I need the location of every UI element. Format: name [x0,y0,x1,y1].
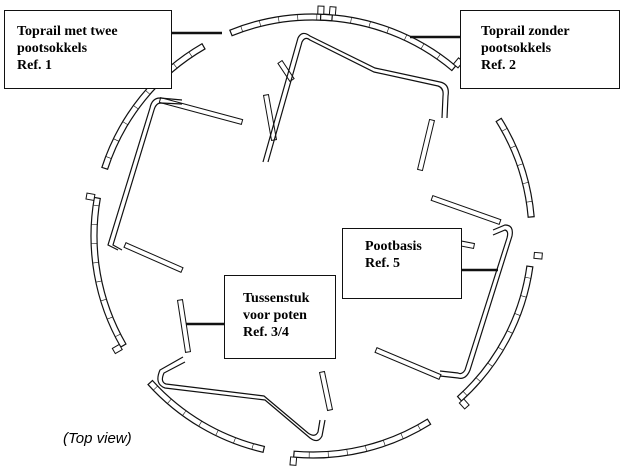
rail-hole [364,445,367,452]
straight-tube [123,242,184,273]
rail-hole [524,276,531,279]
rail-hole [404,34,408,41]
rail-hole [173,63,178,69]
straight-tube [262,93,278,142]
rail-hole [251,443,254,450]
rail-hole [105,156,112,159]
label-ref1-line1: Toprail met twee [17,24,118,39]
label-ref2-line2: pootsokkels [481,41,552,56]
rail-hole [198,420,203,427]
straight-tube [318,370,334,412]
rail-hole [417,424,421,431]
label-ref2-line1: Toprail zonder [481,24,570,39]
rail-hole [497,346,504,351]
straight-tube [416,118,436,172]
view-caption: (Top view) [63,430,132,447]
rail-hole [153,385,158,391]
label-ref5-ref: Ref. 5 [365,256,400,271]
rail-hole [215,430,219,436]
rail-hole [368,21,371,28]
straight-tube [158,96,244,126]
rail-hole [487,362,493,367]
label-ref2-ref: Ref. 2 [481,58,516,73]
rail-hole [346,449,349,456]
pole-socket [458,398,470,410]
toprail-segment [456,265,534,402]
leg-base-top [262,32,449,163]
straight-tube [374,347,442,380]
rail-hole [522,182,529,185]
rail-hole [520,295,527,298]
label-ref34-ref: Ref. 3/4 [243,325,289,340]
rail-hole [240,25,243,32]
rail-hole [517,163,524,166]
leg-bases [107,32,513,442]
rail-hole [188,51,193,58]
toprail-segment [101,42,206,171]
rail-hole [167,398,172,404]
leg-base-right [439,224,513,379]
rail-hole [277,16,280,23]
toprail-segment [495,117,535,218]
leader-lines [172,31,498,326]
pole-socket [328,6,337,16]
rail-hole [400,433,404,439]
label-ref34-line1: Tussenstuk [243,291,310,306]
rail-hole [107,316,113,320]
rail-hole [462,391,468,396]
rail-hole [386,27,390,34]
rail-hole [95,280,102,283]
leg-base-top-inner [267,37,444,163]
outer-rail-segments [90,13,535,459]
rail-hole [133,105,139,110]
rail-hole [383,440,386,447]
rail-hole [436,53,441,60]
label-ref5-line1: Pootbasis [365,239,422,254]
rail-hole [93,204,100,207]
rail-hole [115,333,121,338]
straight-tube [277,59,295,83]
label-toprail-with-sockets: Toprail met twee pootsokkels Ref. 1 [4,10,172,89]
rail-hole [182,410,187,416]
pole-socket [85,192,96,201]
rail-hole [92,262,99,264]
straight-tube [176,299,192,353]
leg-base-bottom [157,356,326,442]
rail-hole [145,90,151,95]
rail-hole [100,298,107,302]
rail-hole [526,200,533,203]
rail-hole [233,437,236,444]
toprail-segment [319,13,457,72]
pole-socket [111,343,123,355]
rail-hole [507,330,513,334]
pole-socket [317,5,325,15]
leg-base-left-inner [112,102,183,251]
rail-hole [510,145,516,149]
toprail-segment [293,418,432,459]
leg-base-right-inner [439,229,509,375]
rail-hole [501,128,508,132]
pole-socket [533,251,543,260]
toprail-segment [229,13,333,37]
label-ref1-line2: pootsokkels [17,41,88,56]
rail-hole [122,121,129,126]
label-toprail-without-sockets: Toprail zonder pootsokkels Ref. 2 [460,10,620,89]
pole-socket [289,456,298,466]
rail-hole [350,17,352,24]
label-leg-base: Pootbasis Ref. 5 [342,228,462,299]
toprail-segment [147,379,266,454]
rail-hole [259,20,262,27]
straight-tube [430,195,502,225]
toprail-segment [90,196,127,348]
rail-hole [475,377,481,382]
leg-base-bottom-inner [161,361,321,436]
label-leg-connector: Tussenstuk voor poten Ref. 3/4 [224,275,336,359]
leg-base-left [107,97,183,251]
rail-hole [514,313,521,316]
rail-hole [420,43,425,50]
rail-hole [113,138,119,142]
label-ref34-line2: voor poten [243,308,307,323]
label-ref1-ref: Ref. 1 [17,58,52,73]
